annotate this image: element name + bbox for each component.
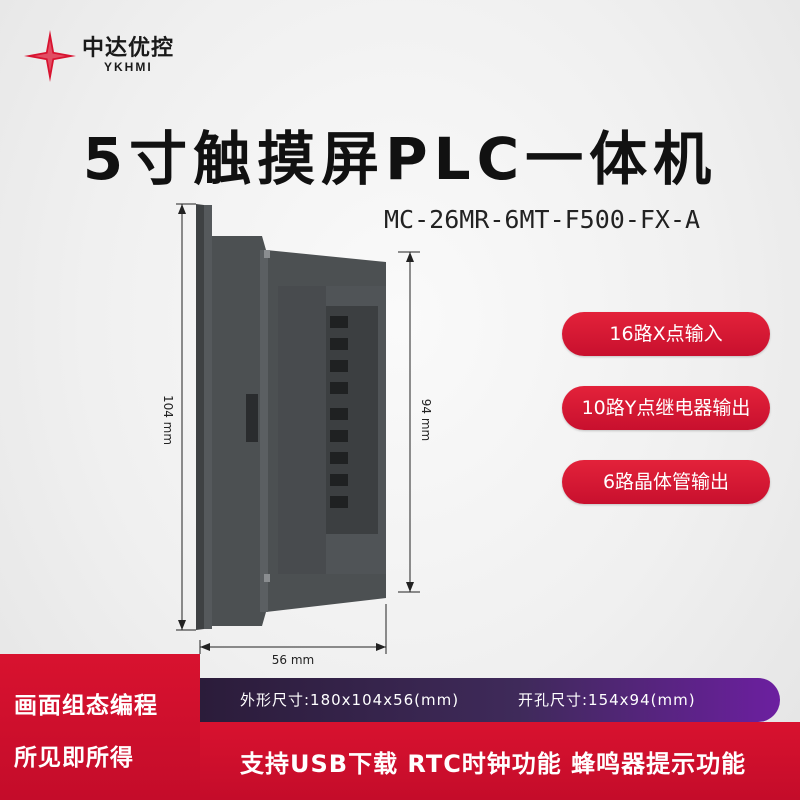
brand-logo xyxy=(24,24,194,84)
cutout-dimension-spec: 开孔尺寸:154x94(mm) xyxy=(518,691,696,709)
dim-inner-height-label: 94 mm xyxy=(419,399,433,441)
star-logo-icon xyxy=(24,30,76,82)
spec-bar xyxy=(200,678,780,722)
brand-name-cn: 中达优控 xyxy=(82,36,175,61)
wysiwyg-slogan: 所见即所得 xyxy=(14,745,134,771)
brand-name-en: YKHMI xyxy=(104,60,153,74)
feature-bar xyxy=(200,722,800,800)
feature-y-relay-outputs: 10路Y点继电器输出 xyxy=(562,386,770,430)
dim-height-label: 104 mm xyxy=(161,395,175,445)
bottom-left-panel xyxy=(0,654,200,800)
feature-x-inputs: 16路X点输入 xyxy=(562,312,770,356)
feature-transistor-outputs: 6路晶体管输出 xyxy=(562,460,770,504)
dim-width-label: 56 mm xyxy=(272,653,314,667)
terminal-block xyxy=(330,316,348,508)
functions-list: 支持USB下载 RTC时钟功能 蜂鸣器提示功能 xyxy=(240,750,747,778)
page-title: 5寸触摸屏PLC一体机 xyxy=(82,125,718,193)
editing-slogan: 画面组态编程 xyxy=(14,693,158,719)
outer-dimension-spec: 外形尺寸:180x104x56(mm) xyxy=(240,691,460,709)
model-number: MC-26MR-6MT-F500-FX-A xyxy=(384,205,701,234)
